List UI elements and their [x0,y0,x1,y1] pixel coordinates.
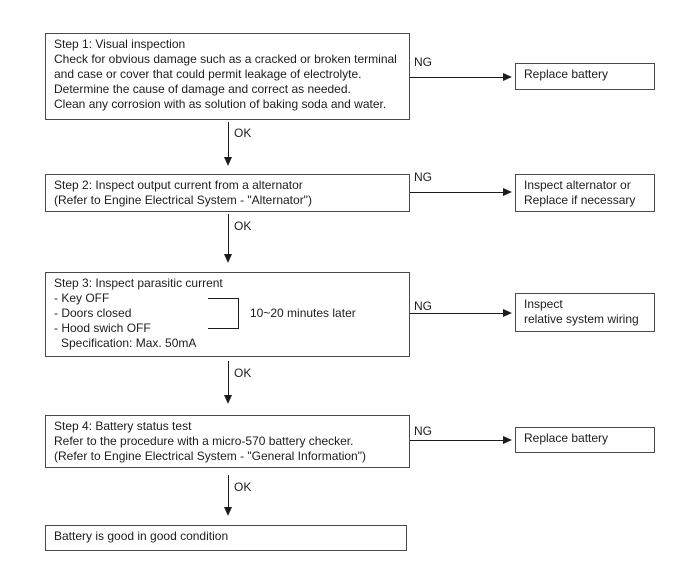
action-text: Inspect alternator or [524,178,631,192]
ok-arrow-line [228,475,229,507]
ng-label: NG [414,55,432,69]
action-text: relative system wiring [524,312,639,326]
action-text: Replace if necessary [524,193,636,207]
ok-label: OK [234,126,252,140]
action-text: Replace battery [524,67,609,81]
ng-label: NG [414,170,432,184]
ng-arrow-line [410,313,503,314]
arrowhead-right-icon [503,309,512,317]
result-box: Battery is good in good condition [45,525,407,551]
step-1-text: Check for obvious damage such as a crack… [54,52,397,66]
step-1-text: Clean any corrosion with as solution of … [54,97,387,111]
step-3-spec: Specification: Max. 50mA [61,336,197,350]
bracket-note: 10~20 minutes later [250,306,356,320]
action-text: Replace battery [524,431,609,445]
arrowhead-right-icon [503,436,512,444]
step-4-text: Step 4: Battery status test [54,419,192,433]
action-inspect-alternator-box: Inspect alternator or Replace if necessa… [515,174,655,212]
action-text: Inspect [524,297,563,311]
ok-label: OK [234,480,252,494]
ok-arrow-line [228,361,229,395]
step-3-box: Step 3: Inspect parasitic current - Key … [45,272,410,357]
action-inspect-wiring-box: Inspect relative system wiring [515,293,655,332]
step-2-text: Step 2: Inspect output current from a al… [54,178,303,192]
ok-arrow-line [228,122,229,157]
action-replace-battery-2-box: Replace battery [515,427,655,453]
step-2-box: Step 2: Inspect output current from a al… [45,174,410,212]
grouping-bracket [208,298,239,329]
ok-arrow-line [228,214,229,254]
step-1-text: and case or cover that could permit leak… [54,67,362,81]
step-1-text: Determine the cause of damage and correc… [54,82,351,96]
arrowhead-down-icon [224,395,232,404]
ng-label: NG [414,299,432,313]
step-4-text: Refer to the procedure with a micro-570 … [54,434,354,448]
ng-arrow-line [410,77,503,78]
step-4-text: (Refer to Engine Electrical System - "Ge… [54,449,366,463]
ok-label: OK [234,366,252,380]
arrowhead-down-icon [224,507,232,516]
step-3-item: - Doors closed [54,306,132,320]
step-3-item: - Hood swich OFF [54,321,151,335]
action-replace-battery-1-box: Replace battery [515,63,655,90]
step-1-text: Step 1: Visual inspection [54,37,186,51]
arrowhead-down-icon [224,157,232,166]
ok-label: OK [234,219,252,233]
arrowhead-right-icon [503,188,512,196]
arrowhead-right-icon [503,73,512,81]
step-3-title: Step 3: Inspect parasitic current [54,276,223,290]
step-4-box: Step 4: Battery status test Refer to the… [45,415,410,468]
result-text: Battery is good in good condition [54,529,229,543]
arrowhead-down-icon [224,254,232,263]
step-2-text: (Refer to Engine Electrical System - "Al… [54,193,312,207]
ng-label: NG [414,424,432,438]
step-1-box: Step 1: Visual inspection Check for obvi… [45,33,410,120]
step-3-item: - Key OFF [54,291,110,305]
ng-arrow-line [410,440,503,441]
ng-arrow-line [410,192,503,193]
